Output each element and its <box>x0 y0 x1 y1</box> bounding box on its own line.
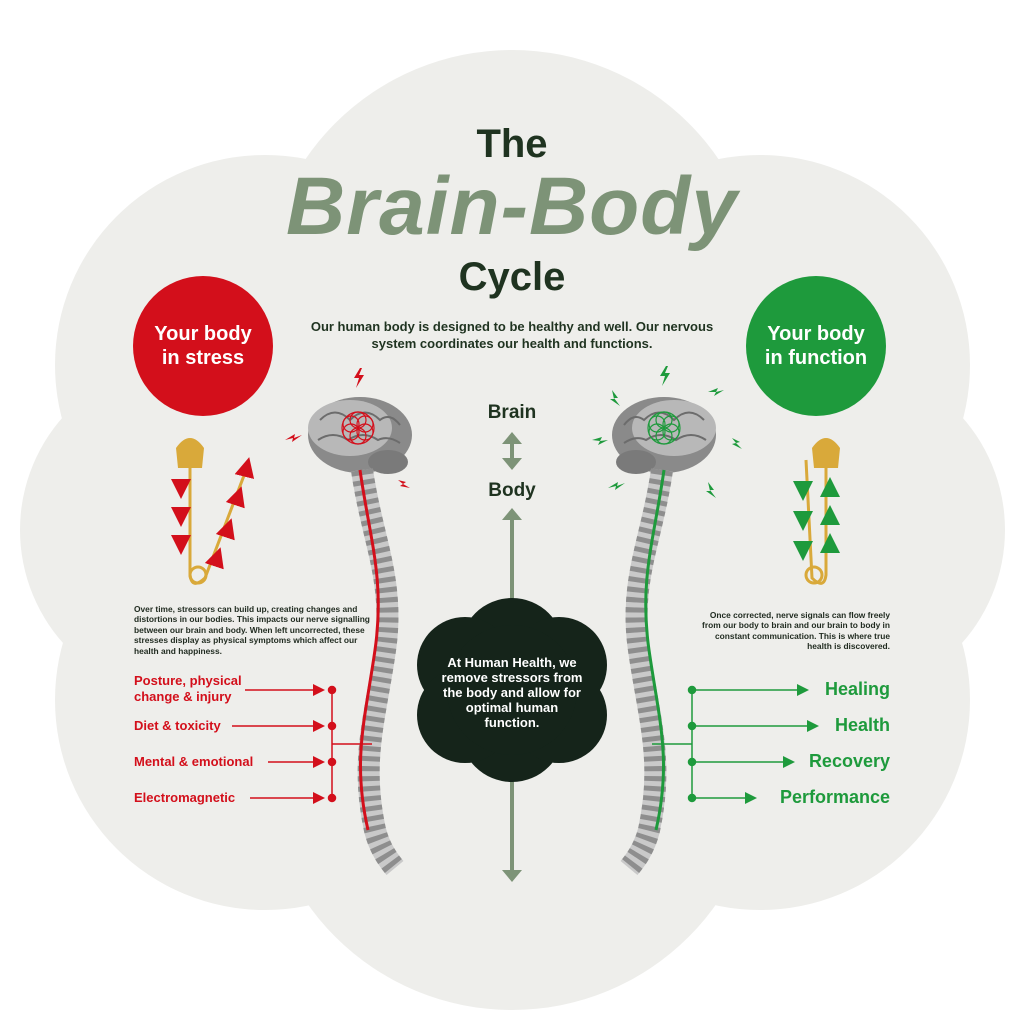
brain-icon-left <box>308 397 412 474</box>
title-main: Brain-Body <box>286 161 738 252</box>
function-badge: Your body in function <box>746 276 886 416</box>
function-badge-label: Your body in function <box>764 323 868 369</box>
title-the: The <box>476 122 548 166</box>
stress-note: Over time, stressors can build up, creat… <box>134 604 370 656</box>
safety-pin-icon-right <box>793 438 840 585</box>
outcome-recovery: Recovery <box>808 751 890 771</box>
center-flower <box>417 598 607 782</box>
stress-badge: Your body in stress <box>133 276 273 416</box>
outcome-connectors <box>652 684 819 804</box>
axis-label-brain: Brain <box>487 402 537 423</box>
outcome-performance: Performance <box>779 787 890 807</box>
stressor-diet: Diet & toxicity <box>134 718 221 733</box>
lightning-icon-right <box>592 366 742 498</box>
spine-icon-left <box>351 468 404 876</box>
lightning-icon-left <box>285 368 410 488</box>
flower-of-life-icon-right <box>647 411 681 445</box>
stressor-connectors <box>232 684 372 804</box>
outcome-health: Health <box>834 715 890 735</box>
flower-of-life-icon-left <box>341 411 375 445</box>
intro-text: Our human body is designed to be healthy… <box>310 319 714 351</box>
title-cycle: Cycle <box>458 255 566 299</box>
stressor-electromagnetic: Electromagnetic <box>134 790 236 805</box>
stressor-posture: Posture, physical change & injury <box>134 673 242 704</box>
stressor-mental: Mental & emotional <box>134 754 254 769</box>
safety-pin-icon-left <box>171 438 255 585</box>
spine-icon-right <box>620 468 673 876</box>
function-note: Once corrected, nerve signals can flow f… <box>702 610 890 652</box>
stress-badge-label: Your body in stress <box>154 323 252 369</box>
center-message: At Human Health, we remove stressors fro… <box>441 655 583 730</box>
axis-label-body: Body <box>488 480 536 501</box>
outcome-healing: Healing <box>824 679 890 699</box>
